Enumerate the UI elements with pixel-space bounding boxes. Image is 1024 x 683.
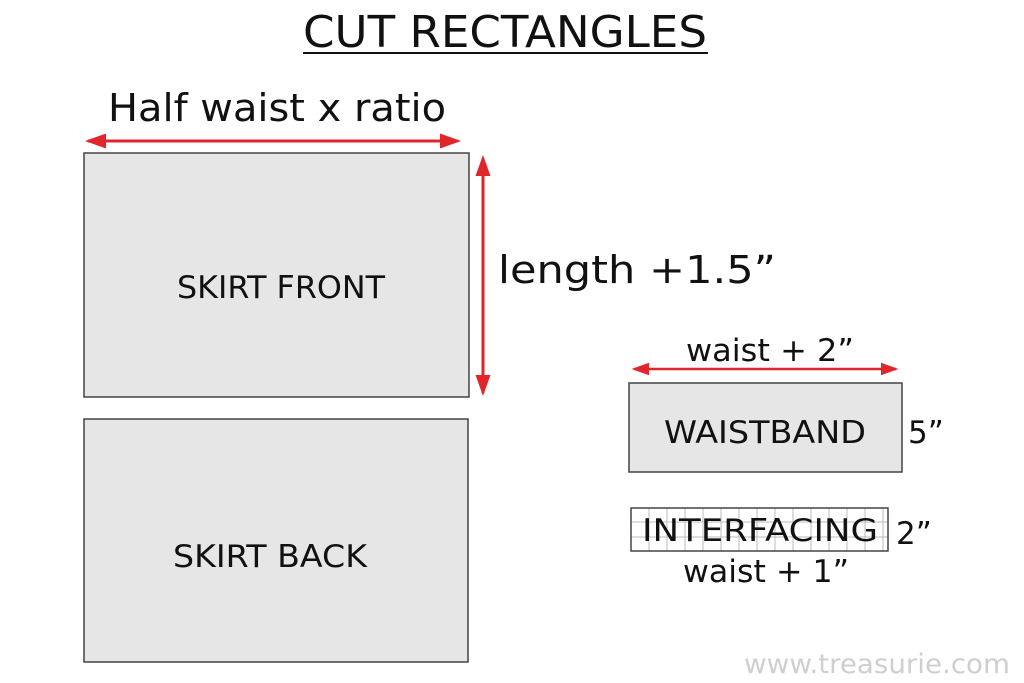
waistband-rect — [628, 382, 903, 473]
skirt-front-label: SKIRT FRONT — [177, 270, 386, 306]
skirt-back-rect — [83, 418, 469, 663]
skirt-width-label: Half waist x ratio — [108, 86, 446, 130]
watermark: www.treasurie.com — [744, 649, 1010, 680]
skirt-length-label: length +1.5” — [498, 248, 776, 292]
skirt-front-rect — [83, 152, 470, 398]
interfacing-label: INTERFACING — [642, 513, 878, 549]
interfacing-rect — [630, 507, 889, 552]
interfacing-width-label: waist + 1” — [683, 554, 849, 590]
skirt-back-label: SKIRT BACK — [173, 539, 368, 575]
waistband-height-label: 5” — [908, 415, 944, 451]
waistband-width-label: waist + 2” — [686, 333, 854, 369]
interfacing-height-label: 2” — [896, 516, 932, 552]
interfacing-grid — [631, 508, 888, 551]
page-title: CUT RECTANGLES — [303, 7, 707, 58]
waistband-label: WAISTBAND — [664, 415, 866, 451]
